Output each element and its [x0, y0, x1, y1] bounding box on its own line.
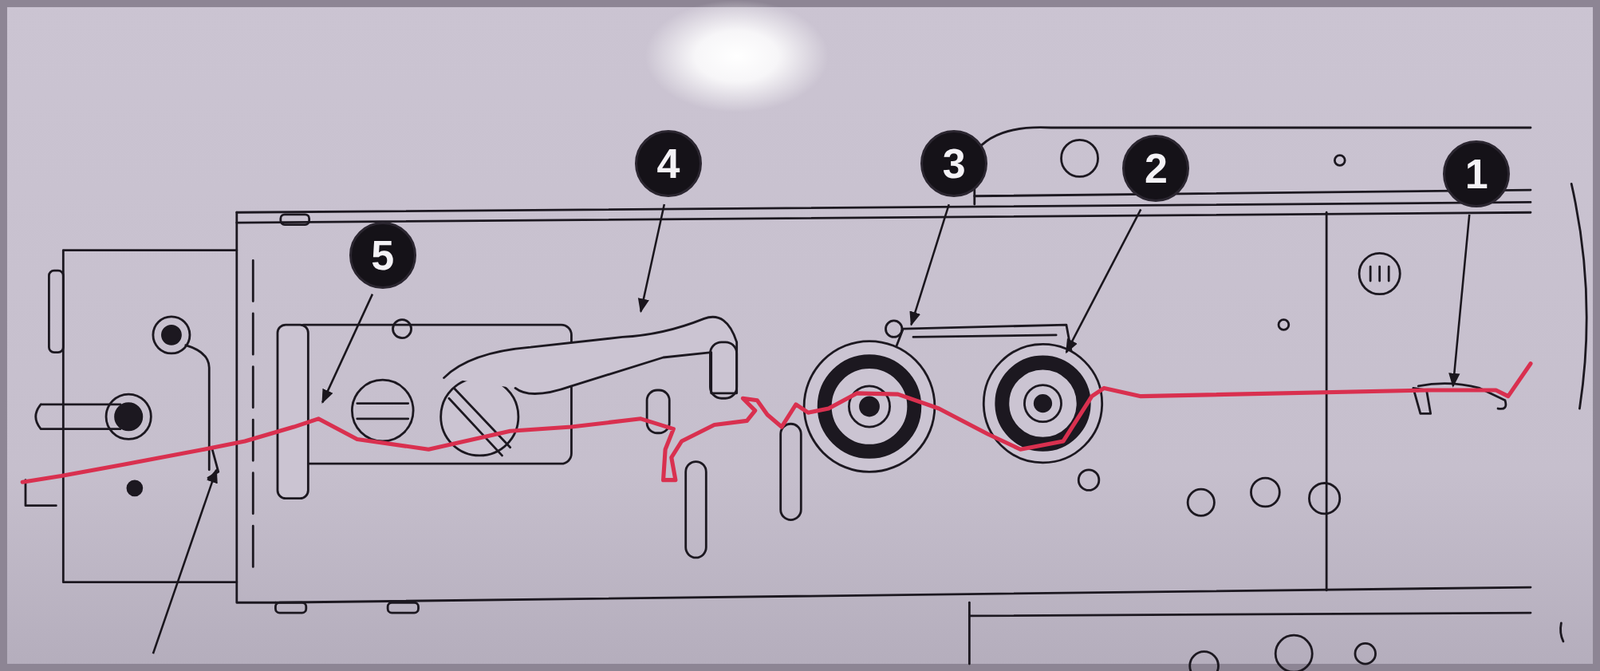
- tension-disc-center: [859, 397, 879, 416]
- callout-number: 3: [920, 130, 988, 198]
- arm-hole: [1061, 139, 1099, 177]
- thread-loop: [153, 316, 190, 354]
- head-screw: [280, 214, 310, 225]
- head-screw: [275, 602, 306, 613]
- screw-slot: [449, 387, 511, 455]
- base-hole: [1355, 642, 1376, 664]
- body-bottom-line: [275, 587, 1531, 603]
- body-top-line: [236, 212, 1531, 223]
- knob: [106, 394, 151, 439]
- needle-bar: [25, 480, 56, 506]
- leader-line: [153, 469, 217, 654]
- tension-disc-center: [1034, 394, 1051, 411]
- tension-disc-ring: [824, 361, 915, 452]
- callout-number: 5: [349, 221, 417, 289]
- small-hole: [127, 480, 142, 496]
- callout-text: 1: [1465, 153, 1489, 195]
- small-screw: [885, 320, 902, 337]
- knob-center: [115, 403, 142, 430]
- small-screw: [393, 319, 412, 339]
- leader-line: [910, 204, 949, 325]
- tension-disc: [803, 341, 935, 473]
- body-hole: [1250, 477, 1280, 507]
- thread-guide: [780, 423, 802, 520]
- body-divider: [1325, 212, 1329, 591]
- leader-line: [640, 204, 664, 312]
- arm-edge: [1571, 183, 1587, 409]
- plate-screw: [351, 379, 414, 442]
- callout-text: 4: [656, 142, 680, 185]
- tension-bracket: [277, 324, 308, 499]
- body-hole: [1308, 482, 1340, 513]
- guide-hook: [208, 449, 219, 478]
- thread-path: [22, 363, 1531, 482]
- head-screw: [387, 602, 418, 613]
- body-hole: [1187, 488, 1214, 516]
- callout-text: 3: [942, 142, 966, 185]
- body-hole: [1278, 319, 1289, 331]
- arm-hole: [1334, 155, 1345, 166]
- callout-number: 4: [634, 130, 702, 198]
- thread-loop-center: [161, 325, 181, 344]
- head-edge: [252, 260, 255, 572]
- body-top-line: [236, 201, 1531, 213]
- leader-line: [1066, 208, 1141, 352]
- base-line: [969, 612, 1531, 616]
- take-up-lever: [444, 316, 737, 394]
- glare: [645, 0, 829, 113]
- thread-guide: [685, 461, 707, 558]
- base-hole: [1190, 651, 1219, 671]
- callout-text: 2: [1144, 147, 1168, 190]
- oil-symbol-mark: [1370, 266, 1389, 281]
- head-edge: [235, 250, 238, 583]
- arm-edge: [1560, 622, 1564, 642]
- screw-slot: [357, 403, 409, 419]
- leader-line: [322, 294, 373, 403]
- body-hole: [1078, 469, 1100, 491]
- base-line: [968, 602, 971, 664]
- callout-number: 1: [1442, 140, 1510, 208]
- oil-symbol: [1359, 252, 1400, 294]
- tension-disc-hub: [1024, 385, 1061, 422]
- leader-line: [1453, 214, 1470, 387]
- head-cap: [48, 270, 64, 352]
- thread-guide: [709, 342, 737, 399]
- tension-bracket: [913, 334, 1057, 338]
- thread-guide-hook: [1418, 383, 1506, 410]
- callout-text: 5: [370, 234, 395, 276]
- base-hole: [1275, 634, 1313, 671]
- head-outline: [63, 212, 276, 603]
